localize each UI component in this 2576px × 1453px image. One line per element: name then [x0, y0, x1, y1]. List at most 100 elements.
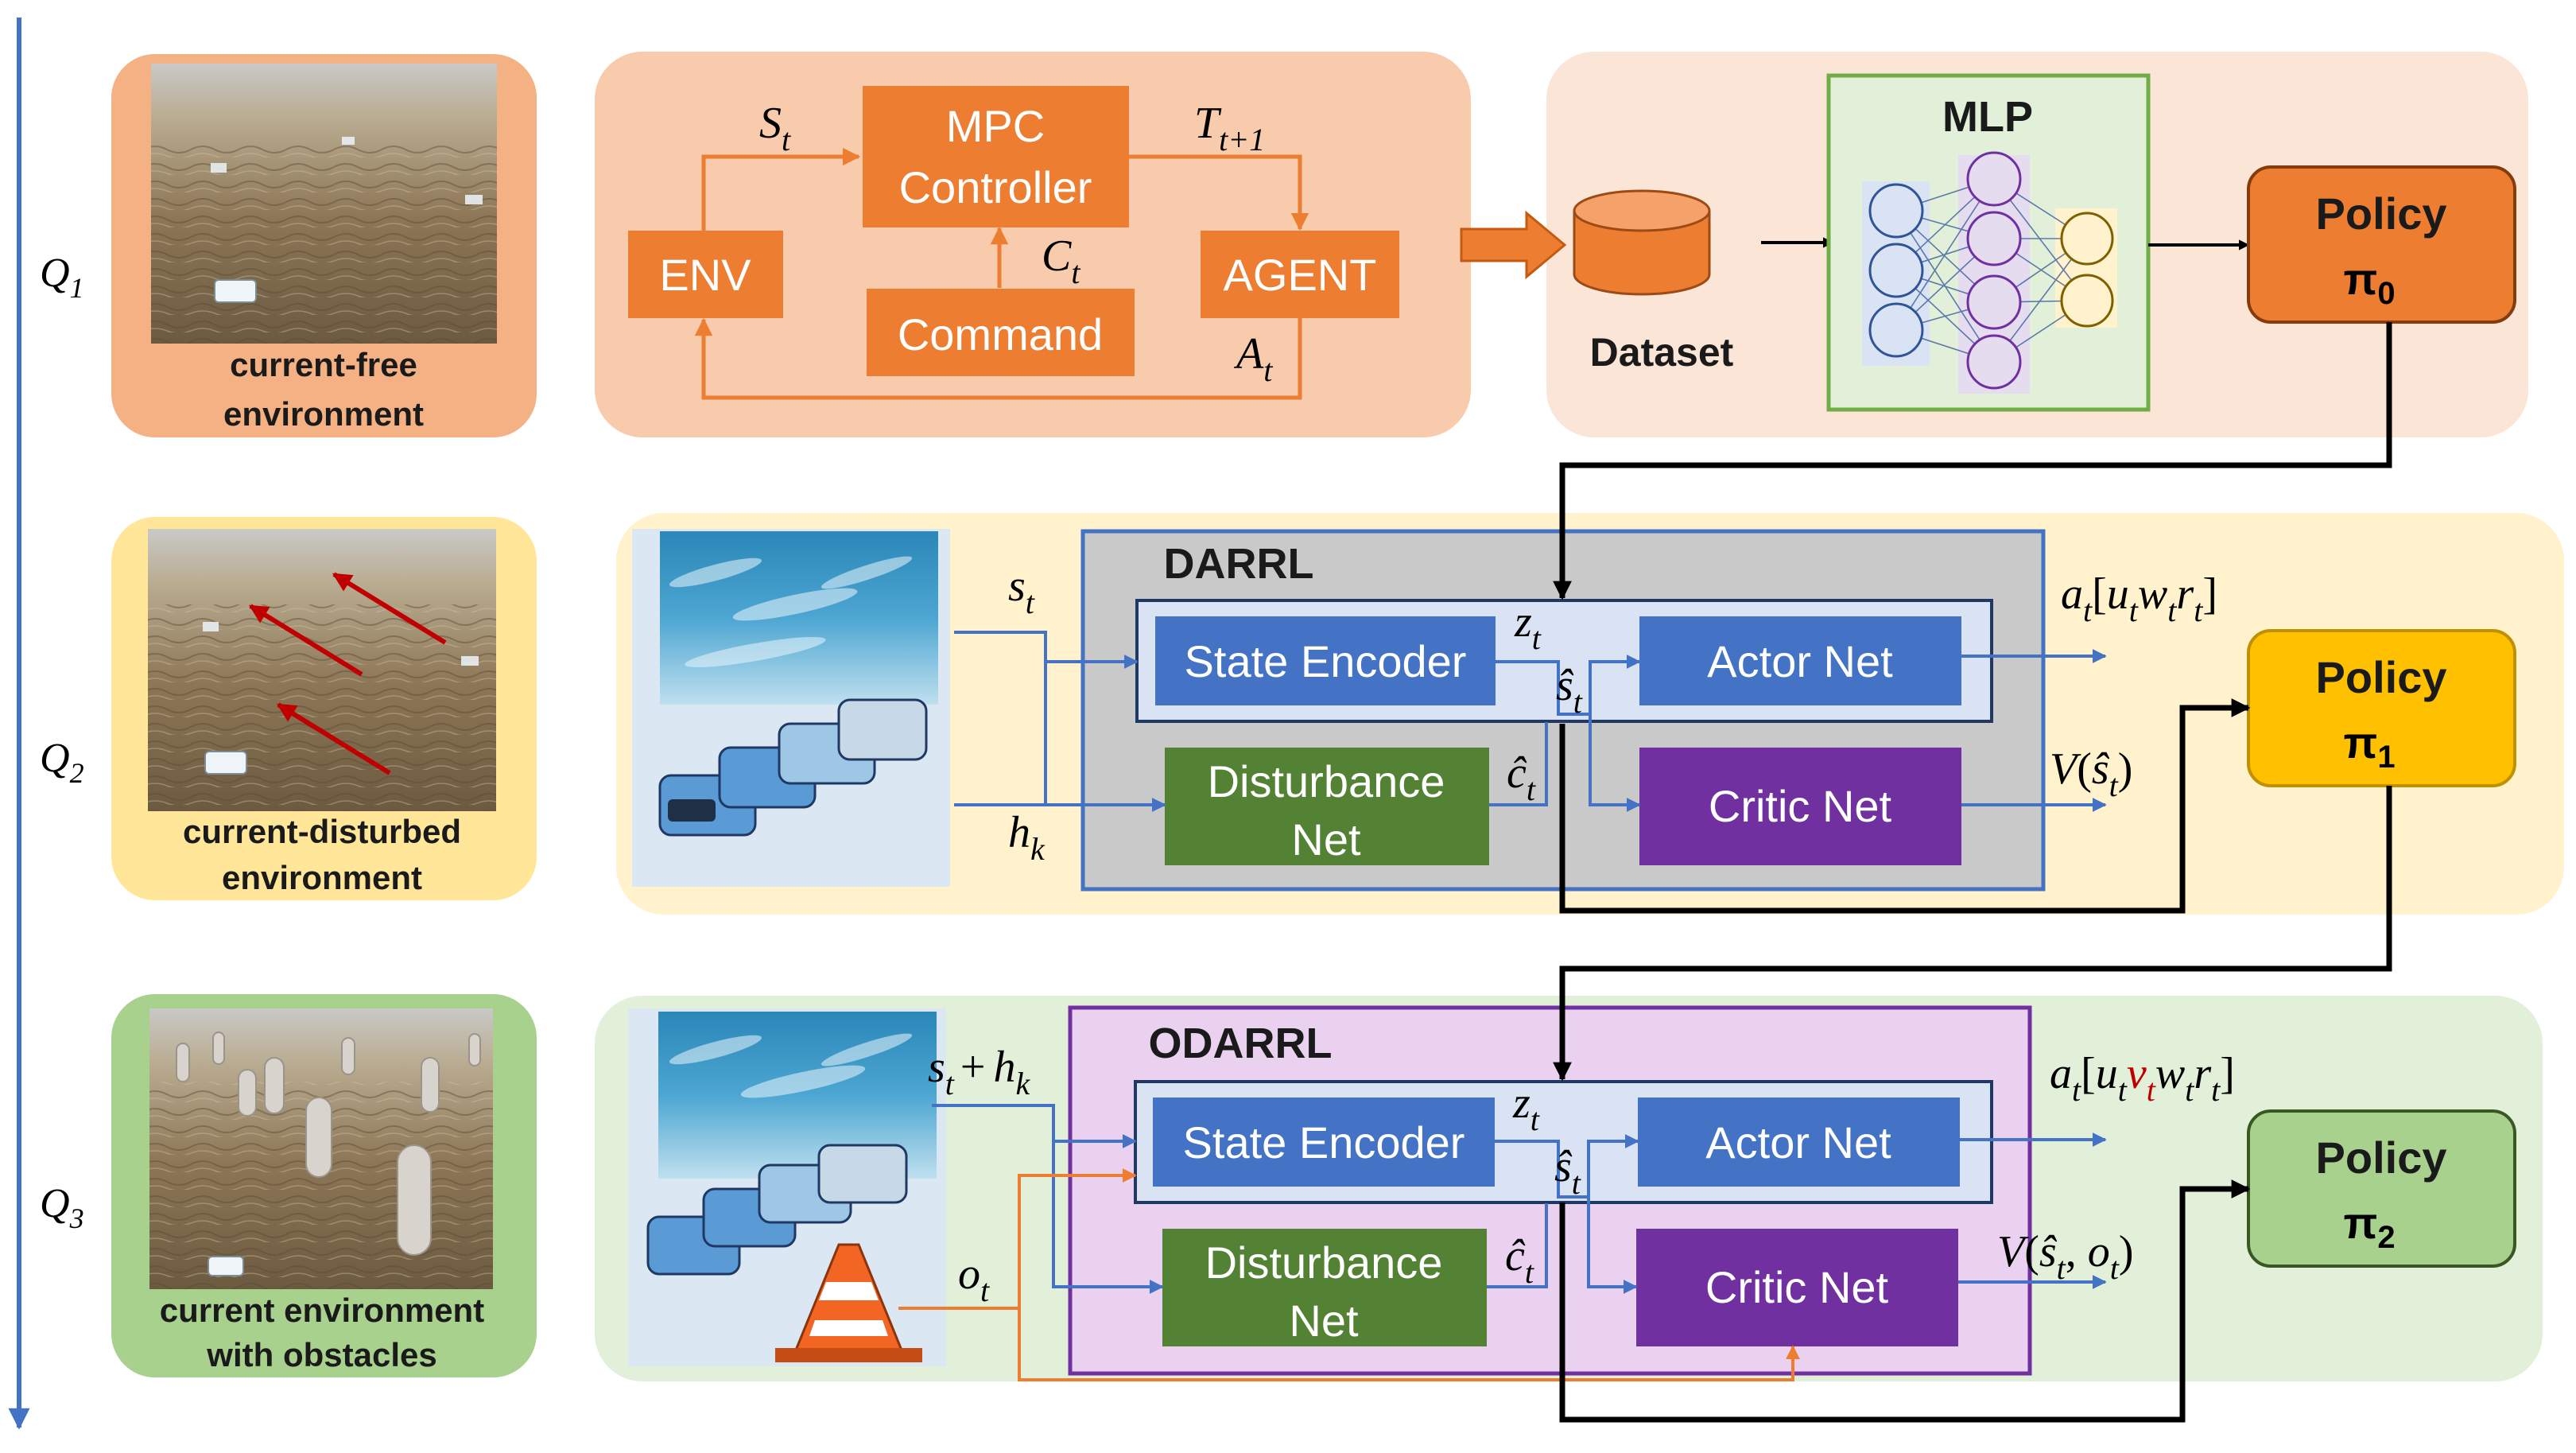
env-box	[628, 231, 783, 318]
rov-icon	[214, 279, 257, 303]
velocity-v-t: v	[2127, 1049, 2147, 1098]
arrow-encoder-to-actor	[1496, 655, 1641, 716]
command-box-label: Command	[898, 309, 1103, 359]
darrl-actor-net-box	[1639, 616, 1961, 705]
policy-pi0-label: Policy	[2316, 188, 2447, 239]
obstacle-pillars	[176, 1031, 481, 1256]
odarrl-actor-net-box	[1638, 1098, 1960, 1187]
arrow-o-t-to-critic	[1018, 1308, 1800, 1381]
darrl-actor-net-label: Actor Net	[1707, 636, 1893, 686]
policy-pi1-label: Policy	[2316, 652, 2447, 702]
rov-icon	[204, 751, 247, 775]
odarrl-label-s-t-plus-h-k: st+hk	[928, 1043, 1031, 1101]
darrl-disturbance-net-box	[1165, 748, 1489, 865]
darrl-disturbance-net-label: Disturbance	[1208, 756, 1445, 806]
label-target-t-t1: Tt+1	[1194, 99, 1265, 157]
odarrl-label-o-t: ot	[958, 1249, 990, 1308]
odarrl-critic-net-label: Critic Net	[1705, 1262, 1889, 1312]
policy-pi2-symbol: π2	[2343, 1198, 2395, 1255]
odarrl-label-shat-t: ŝt	[1554, 1142, 1581, 1201]
darrl-label-z-t: zt	[1514, 597, 1542, 656]
env-caption-obstacles: current environment	[160, 1292, 484, 1329]
darrl-title: DARRL	[1164, 540, 1314, 588]
stage-q1-label: Q1	[40, 251, 84, 304]
arrow-shat-to-critic	[1589, 714, 1641, 812]
odarrl-label-chat-t: ĉt	[1505, 1231, 1534, 1290]
odarrl-state-encoder-box	[1153, 1098, 1495, 1187]
agent-box	[1201, 231, 1399, 318]
env-caption-current-free: current-free	[230, 346, 417, 383]
label-command-c-t: Ct	[1042, 231, 1080, 290]
env-caption-current-disturbed-line2: environment	[222, 859, 422, 896]
arrow-o-t-to-encoder	[898, 1168, 1137, 1310]
agent-box-label: AGENT	[1224, 250, 1377, 300]
odarrl-actor-net-label: Actor Net	[1705, 1117, 1891, 1167]
darrl-action-output: at[utwtrt]	[2061, 569, 2217, 628]
env-caption-current-disturbed: current-disturbed	[183, 813, 461, 850]
odarrl-disturbance-net-box	[1162, 1229, 1487, 1346]
arrow-odarrl-to-policy2	[1559, 1179, 2251, 1423]
arrow-sh-to-disturbance	[1052, 1141, 1164, 1294]
odarrl-arrow-encoder-to-actor	[1495, 1134, 1639, 1199]
arrow-agent-to-env	[694, 317, 1302, 400]
odarrl-arrow-shat-to-critic	[1587, 1197, 1638, 1294]
traffic-cone-icon	[775, 1243, 922, 1362]
odarrl-value-output: V(ŝt, ot)	[1997, 1227, 2134, 1286]
arrow-mpc-to-agent	[1129, 154, 1309, 231]
current-arrows	[248, 572, 447, 775]
env-caption-obstacles-line2: with obstacles	[206, 1336, 436, 1373]
odarrl-critic-net-box	[1636, 1229, 1958, 1346]
mpc-pipeline-panel	[595, 52, 1471, 437]
rov-icon	[208, 1256, 244, 1276]
odarrl-action-output: at[utvtwtrt]	[2050, 1049, 2235, 1108]
arrow-s-t-to-encoder	[954, 631, 1139, 669]
arrow-darrl-to-policy1	[1559, 698, 2251, 914]
darrl-value-output: V(ŝt)	[2050, 744, 2132, 803]
odarrl-state-encoder-label: State Encoder	[1183, 1117, 1465, 1167]
darrl-state-encoder-label: State Encoder	[1185, 636, 1467, 686]
stage-q3-label: Q3	[40, 1181, 84, 1234]
darrl-disturbance-net-label-line2: Net	[1291, 814, 1361, 864]
arrow-policy0-to-darrl	[1553, 322, 2392, 600]
darrl-label-shat-t: ŝt	[1556, 661, 1583, 720]
darrl-critic-net-label: Critic Net	[1709, 781, 1892, 831]
scene-image-rov-fish	[632, 529, 950, 887]
label-state-s-t: St	[759, 99, 791, 157]
darrl-state-encoder-box	[1155, 616, 1496, 705]
policy-pi2-label: Policy	[2316, 1132, 2447, 1183]
policy-pi0-box	[2247, 165, 2516, 324]
dataset-icon	[1573, 189, 1711, 296]
env-box-label: ENV	[659, 250, 751, 300]
arrow-sh-to-encoder	[932, 1104, 1137, 1148]
policy-pi1-symbol: π1	[2343, 717, 2395, 775]
arrow-to-dataset	[1460, 210, 1567, 280]
odarrl-arrow-chat-to-frame	[1487, 1203, 1548, 1288]
env-panel-obstacles: current environment with obstacles	[111, 994, 537, 1377]
darrl-label-s-t: st	[1008, 561, 1035, 620]
odarrl-disturbance-net-label-line2: Net	[1289, 1296, 1359, 1346]
odarrl-label-z-t: zt	[1512, 1078, 1540, 1137]
darrl-label-chat-t: ĉt	[1507, 748, 1536, 807]
arrow-policy1-to-odarrl	[1553, 786, 2392, 1082]
odarrl-disturbance-net-label: Disturbance	[1205, 1237, 1443, 1288]
command-box	[867, 289, 1135, 376]
env-panel-current-free: current-free environment	[111, 54, 537, 437]
mpc-controller-label-line2: Controller	[899, 162, 1092, 212]
scene-image-rov-fish-cone	[628, 1008, 946, 1366]
label-action-a-t: At	[1233, 329, 1273, 388]
darrl-critic-net-box	[1639, 748, 1961, 865]
arrow-chat-to-frame	[1489, 722, 1548, 806]
mpc-controller-box	[863, 86, 1129, 227]
env-panel-current-disturbed: current-disturbed environment	[111, 517, 537, 900]
mlp-label: MLP	[1942, 93, 2033, 141]
env-caption-current-free-line2: environment	[223, 395, 424, 433]
odarrl-title: ODARRL	[1149, 1020, 1333, 1067]
mpc-controller-label: MPC	[946, 101, 1045, 151]
stage-q2-label: Q2	[40, 736, 84, 789]
dataset-label: Dataset	[1590, 330, 1734, 375]
mlp-network-icon	[1862, 151, 2117, 394]
arrow-env-to-mpc	[701, 147, 861, 231]
darrl-label-h-k: hk	[1008, 808, 1046, 867]
policy-pi0-symbol: π0	[2343, 254, 2395, 311]
